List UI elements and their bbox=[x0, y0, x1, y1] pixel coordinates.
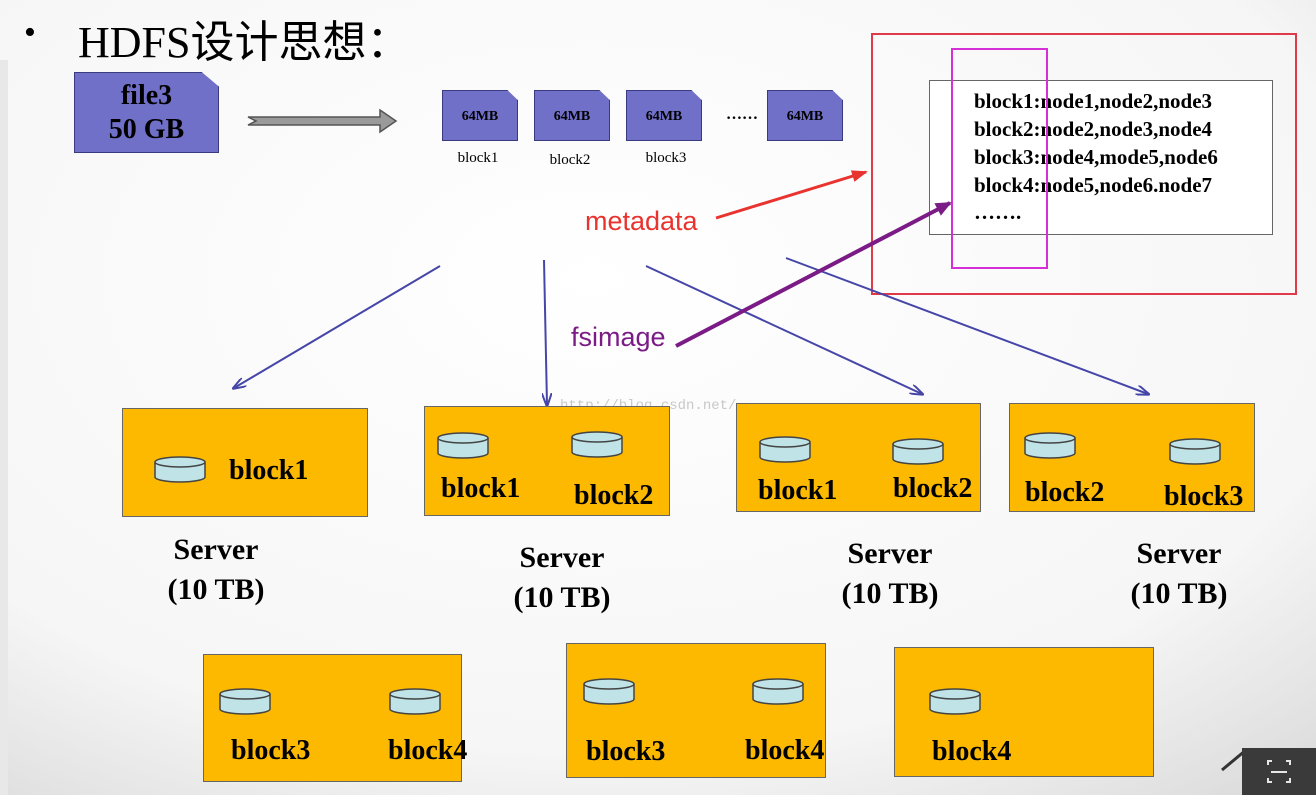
metadata-line-4: block4:node5,node6.node7 bbox=[974, 173, 1213, 197]
file-size: 50 GB bbox=[108, 114, 185, 145]
disk-icon bbox=[1169, 438, 1221, 465]
fullscreen-button[interactable] bbox=[1242, 748, 1316, 795]
server-3-caption: Server (10 TB) bbox=[810, 534, 970, 614]
server-3-block-1: block1 bbox=[758, 475, 838, 506]
server-4-block-2: block3 bbox=[1164, 481, 1244, 512]
fsimage-arrow bbox=[675, 201, 952, 348]
server-4-caption-line1: Server bbox=[1136, 537, 1222, 570]
disk-icon bbox=[759, 436, 811, 463]
disk-icon bbox=[752, 678, 804, 705]
disk-icon bbox=[892, 438, 944, 465]
fullscreen-icon bbox=[1267, 760, 1291, 783]
server-2-block-2: block2 bbox=[574, 480, 654, 511]
split-arrow bbox=[247, 108, 398, 134]
chunk-3: 64MB bbox=[626, 90, 702, 141]
disk-icon bbox=[219, 688, 271, 715]
disk-icon bbox=[389, 688, 441, 715]
metadata-line-3: block3:node4,mode5,node6 bbox=[974, 145, 1218, 169]
server-1-caption-line2: (10 TB) bbox=[167, 573, 265, 606]
server-3-caption-line1: Server bbox=[847, 537, 933, 570]
chunk-label-1: block1 bbox=[457, 150, 499, 166]
server-4-block-1: block2 bbox=[1025, 477, 1105, 508]
chunk-4: 64MB bbox=[767, 90, 843, 141]
disk-icon bbox=[154, 456, 206, 483]
chunk-1: 64MB bbox=[442, 90, 518, 141]
chunk-label-3: block3 bbox=[645, 150, 687, 166]
server-7-block-1: block4 bbox=[932, 736, 1012, 767]
dist-arrow-4 bbox=[785, 257, 1148, 394]
dist-arrow-1 bbox=[234, 265, 441, 388]
metadata-arrow bbox=[715, 170, 868, 220]
server-5-block-1: block3 bbox=[231, 735, 311, 766]
dist-arrow-2 bbox=[544, 259, 547, 405]
server-1-caption: Server (10 TB) bbox=[136, 530, 296, 610]
server-1-caption-line1: Server bbox=[173, 533, 259, 566]
server-2-block-1: block1 bbox=[441, 473, 521, 504]
chunk-label-2: block2 bbox=[549, 152, 591, 168]
disk-icon bbox=[571, 431, 623, 458]
fsimage-label: fsimage bbox=[571, 322, 666, 352]
server-6 bbox=[566, 643, 826, 778]
page-title: HDFS设计思想： bbox=[78, 18, 411, 67]
chunks-ellipsis: …… bbox=[726, 106, 758, 123]
disk-icon bbox=[583, 678, 635, 705]
file-box: file3 50 GB bbox=[74, 72, 219, 153]
metadata-label: metadata bbox=[585, 206, 698, 236]
server-6-block-1: block3 bbox=[586, 736, 666, 767]
metadata-line-1: block1:node1,node2,node3 bbox=[974, 89, 1213, 113]
file-name: file3 bbox=[120, 80, 173, 111]
dist-arrow-3 bbox=[645, 265, 922, 394]
disk-icon bbox=[437, 432, 489, 459]
disk-icon bbox=[1024, 432, 1076, 459]
server-4-caption: Server (10 TB) bbox=[1099, 534, 1259, 614]
server-2 bbox=[424, 406, 670, 516]
server-3-block-2: block2 bbox=[893, 473, 973, 504]
server-1-block-1: block1 bbox=[229, 455, 309, 486]
fsimage-highlight-box bbox=[951, 48, 1048, 269]
metadata-line-2: block2:node2,node3,node4 bbox=[974, 117, 1213, 141]
metadata-table bbox=[929, 80, 1273, 235]
title-bullet: • bbox=[24, 14, 36, 51]
server-2-caption-line2: (10 TB) bbox=[513, 581, 611, 614]
server-2-caption-line1: Server bbox=[519, 541, 605, 574]
server-3-caption-line2: (10 TB) bbox=[841, 577, 939, 610]
disk-icon bbox=[929, 688, 981, 715]
server-2-caption: Server (10 TB) bbox=[482, 538, 642, 618]
metadata-line-5: ……. bbox=[974, 200, 1022, 224]
server-6-block-2: block4 bbox=[745, 735, 825, 766]
server-5-block-2: block4 bbox=[388, 735, 468, 766]
chunk-2: 64MB bbox=[534, 90, 610, 141]
metadata-highlight-box bbox=[871, 33, 1297, 295]
server-4-caption-line2: (10 TB) bbox=[1130, 577, 1228, 610]
server-5 bbox=[203, 654, 462, 782]
